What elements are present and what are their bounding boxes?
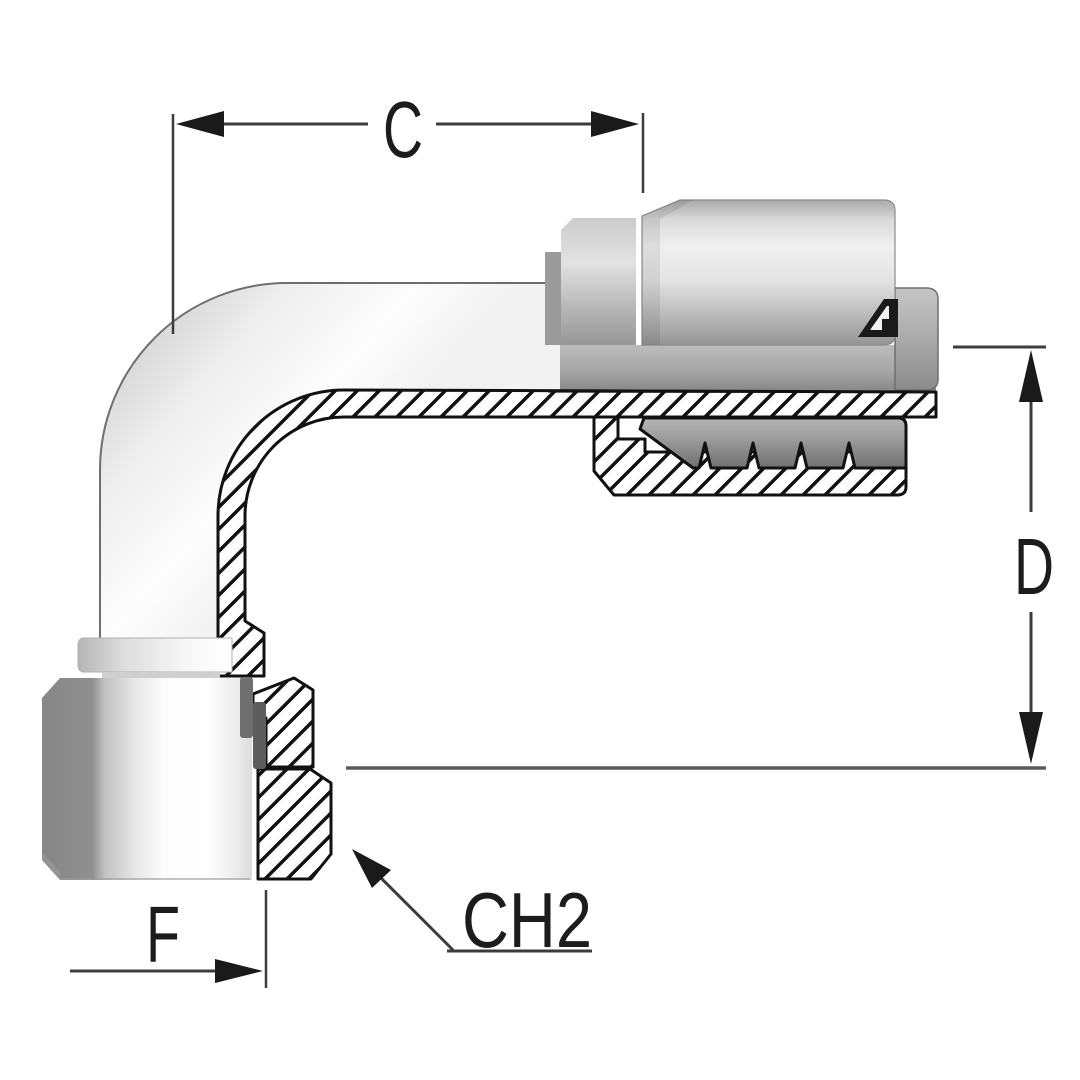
ferrule-socket	[641, 199, 896, 346]
seal-seat-strip-lower	[253, 702, 266, 769]
ch2-leader-line	[376, 873, 455, 952]
dimension-d: D	[346, 345, 1054, 770]
dimension-f-arrow	[215, 959, 263, 983]
dimension-d-arrow-down	[1019, 712, 1043, 764]
dimension-c-arrow-right	[591, 111, 639, 137]
dimension-c: C	[171, 85, 645, 334]
swivel-hex-nut	[42, 678, 252, 880]
elbow-outer-edge	[99, 282, 545, 642]
swivel-collar-ring	[77, 637, 233, 673]
hose-tail-outer-surface	[548, 345, 936, 393]
fitting-illustration	[42, 199, 939, 881]
dimension-c-label: C	[383, 85, 423, 174]
hose-tail-end-cylinder	[894, 287, 939, 391]
collar-neck	[102, 672, 220, 680]
dimension-d-label: D	[1014, 522, 1054, 611]
seal-seat-strip-upper	[240, 677, 253, 738]
dimension-f-label: F	[146, 890, 180, 979]
dimension-d-arrow-up	[1019, 350, 1043, 402]
ch2-leader-arrow	[352, 849, 391, 888]
ch2-callout: CH2	[352, 849, 592, 964]
manufacturer-logo-icon	[858, 299, 898, 337]
tube-wall-section-hatch	[216, 388, 938, 678]
stem-ring	[545, 252, 561, 345]
ch2-label: CH2	[462, 876, 592, 964]
dimension-f: F	[70, 890, 268, 988]
nut-lower-section-hatch	[256, 767, 333, 881]
elbow-tube-body	[100, 283, 560, 642]
ferrule-shading	[642, 200, 694, 345]
stem-stop-collar	[561, 218, 636, 345]
dimension-c-arrow-left	[176, 111, 224, 137]
hose-insert-serrations	[638, 416, 908, 470]
